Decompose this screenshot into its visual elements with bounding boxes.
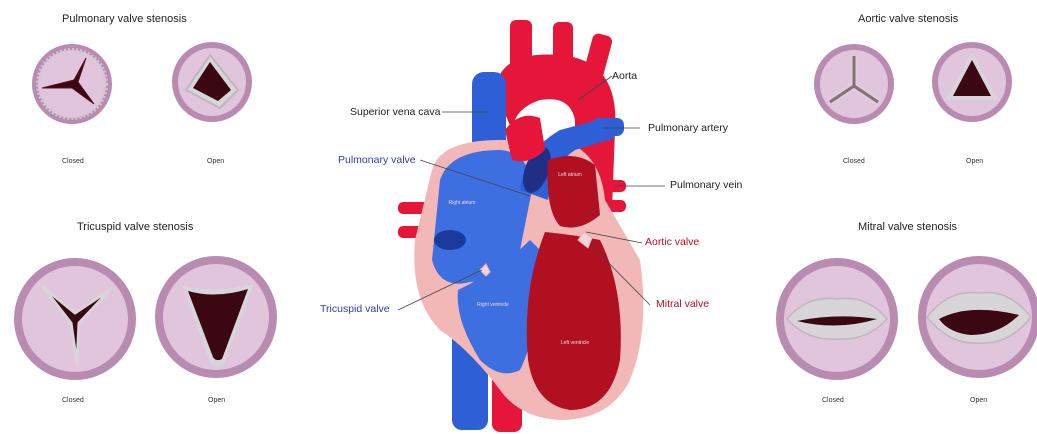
right-atrium-label: Right atrium bbox=[448, 200, 476, 206]
coronary-sinus bbox=[434, 230, 466, 250]
aortic-valve-label: Aortic valve bbox=[645, 236, 699, 248]
left-ventricle bbox=[527, 232, 621, 410]
mitral-valve-label: Mitral valve bbox=[656, 298, 709, 310]
tricuspid-valve-label: Tricuspid valve bbox=[320, 303, 390, 315]
pulmonary-vein-label: Pulmonary vein bbox=[670, 179, 742, 191]
pulmonary-valve-label: Pulmonary valve bbox=[338, 154, 416, 166]
left-ventricle-label: Left ventricle bbox=[560, 340, 590, 346]
aorta-label: Aorta bbox=[612, 70, 637, 82]
left-atrium-label: Left atrium bbox=[558, 172, 582, 178]
right-ventricle-label: Right ventricle bbox=[476, 302, 510, 308]
pulmonary-artery-stub bbox=[592, 118, 624, 136]
pulmonary-artery-label: Pulmonary artery bbox=[648, 122, 728, 134]
superior-vena-cava-label: Superior vena cava bbox=[350, 106, 440, 118]
left-atrium bbox=[548, 156, 601, 228]
